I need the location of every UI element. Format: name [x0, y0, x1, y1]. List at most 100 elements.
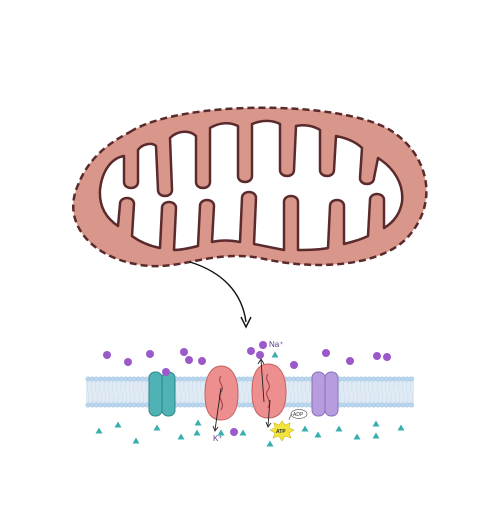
lipid-head: [127, 376, 133, 382]
lipid-head: [93, 402, 99, 408]
potassium-ion-icon: [114, 421, 122, 428]
lipid-head: [119, 402, 125, 408]
lipid-head: [408, 376, 414, 382]
lipid-head: [362, 402, 368, 408]
lipid-head: [240, 376, 246, 382]
lipid-head: [102, 402, 108, 408]
lipid-head: [106, 402, 112, 408]
lipid-head: [341, 402, 347, 408]
sodium-ion-icon: [373, 352, 381, 360]
lipid-head: [140, 376, 146, 382]
sodium-ion-icon: [256, 351, 264, 359]
lipid-head: [135, 402, 141, 408]
lipid-head: [295, 376, 301, 382]
lipid-head: [387, 402, 393, 408]
sodium-ion-icon: [162, 368, 170, 376]
mitochondrion-icon: [72, 106, 428, 268]
sodium-ion-icon: [103, 351, 111, 359]
lipid-bilayer: [85, 376, 414, 408]
lipid-head: [114, 402, 120, 408]
sodium-ion-icon: [383, 353, 391, 361]
lipid-head: [362, 376, 368, 382]
lipid-head: [182, 376, 188, 382]
potassium-ion-icon: [353, 433, 361, 440]
lipid-head: [345, 376, 351, 382]
sodium-ion-icon: [259, 341, 267, 349]
lipid-head: [358, 402, 364, 408]
sodium-ion-icon: [124, 358, 132, 366]
adp-bubble: ADP: [288, 409, 308, 421]
sodium-ion-icon: [180, 348, 188, 356]
lipid-head: [383, 376, 389, 382]
lipid-head: [392, 402, 398, 408]
potassium-ion-icon: [266, 440, 274, 447]
na-k-pump-left: [204, 365, 239, 421]
lipid-head: [245, 376, 251, 382]
lipid-head: [177, 402, 183, 408]
lipid-head: [131, 402, 137, 408]
curved-arrow-icon: [189, 261, 252, 329]
potassium-ion-icon: [271, 351, 279, 358]
lipid-head: [299, 402, 305, 408]
lipid-head: [371, 376, 377, 382]
lipid-head: [404, 402, 410, 408]
lipid-head: [345, 402, 351, 408]
sodium-ion-icon: [346, 357, 354, 365]
lipid-head: [119, 376, 125, 382]
sodium-ion-icon: [185, 356, 193, 364]
lipid-head: [198, 402, 204, 408]
potassium-ion-icon: [132, 437, 140, 444]
lipid-head: [350, 376, 356, 382]
lipid-head: [400, 402, 406, 408]
potassium-label: K⁺: [213, 434, 223, 443]
sodium-ions: [103, 341, 391, 436]
lipid-head: [93, 376, 99, 382]
mitochondrion-cristae: [98, 119, 404, 252]
lipid-head: [177, 376, 183, 382]
lipid-head: [110, 376, 116, 382]
sodium-ion-icon: [247, 347, 255, 355]
lipid-head: [291, 402, 297, 408]
lipid-head: [127, 402, 133, 408]
lipid-head: [287, 402, 293, 408]
lipid-head: [287, 376, 293, 382]
lipid-head: [350, 402, 356, 408]
lipid-head: [186, 402, 192, 408]
lipid-head: [135, 376, 141, 382]
lipid-head: [89, 376, 95, 382]
lipid-head: [131, 376, 137, 382]
lipid-head: [236, 376, 242, 382]
lipid-head: [89, 402, 95, 408]
potassium-ion-icon: [95, 427, 103, 434]
lipid-head: [358, 376, 364, 382]
purple-ion-channel: [311, 371, 339, 417]
lipid-head: [366, 402, 372, 408]
sodium-label: Na⁺: [269, 340, 283, 349]
sodium-ion-icon: [322, 349, 330, 357]
potassium-ion-icon: [335, 425, 343, 432]
lipid-head: [85, 376, 91, 382]
potassium-ion-icon: [372, 432, 380, 439]
lipid-head: [245, 402, 251, 408]
potassium-ion-icon: [239, 429, 247, 436]
lipid-head: [354, 376, 360, 382]
lipid-head: [123, 402, 129, 408]
sodium-ion-icon: [198, 357, 206, 365]
lipid-head: [303, 402, 309, 408]
lipid-head: [144, 376, 150, 382]
lipid-head: [404, 376, 410, 382]
sodium-ion-icon: [290, 361, 298, 369]
teal-ion-channel: [148, 371, 176, 417]
potassium-ion-icon: [153, 424, 161, 431]
lipid-head: [396, 402, 402, 408]
lipid-head: [387, 376, 393, 382]
lipid-head: [194, 402, 200, 408]
potassium-ion-icon: [301, 425, 309, 432]
potassium-ion-icon: [397, 424, 405, 431]
lipid-head: [291, 376, 297, 382]
potassium-ion-icon: [372, 420, 380, 427]
lipid-head: [408, 402, 414, 408]
potassium-ion-icon: [177, 433, 185, 440]
lipid-head: [190, 402, 196, 408]
